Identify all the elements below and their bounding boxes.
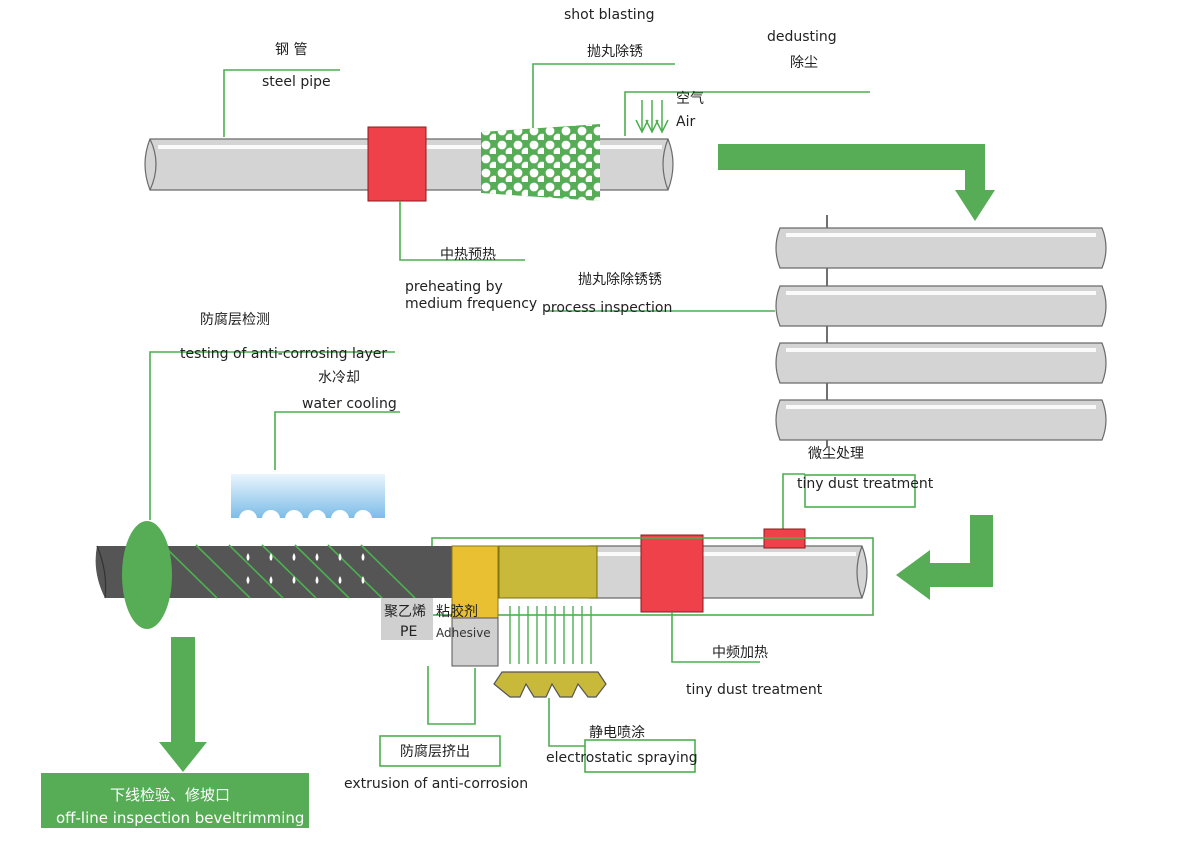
process-inspection-label-en: process inspection [542, 300, 672, 316]
stacked-pipe-4 [775, 399, 1107, 441]
spray-lines [509, 606, 592, 664]
dedusting-leader [624, 91, 870, 136]
water-cooling-label-cn: 水冷却 [318, 370, 360, 386]
flow-arrow-down-left [896, 515, 993, 600]
adhesive-label-cn: 粘胶剂 [436, 603, 478, 620]
spraying-label-cn: 静电喷涂 [589, 725, 645, 741]
pe-label-cn: 聚乙烯 [384, 604, 426, 620]
water-cooling-header [231, 474, 385, 528]
spraying-label-box [584, 739, 696, 773]
offline-label-cn: 下线检验、修坡口 [110, 786, 230, 804]
spraying-leader [548, 698, 585, 747]
adhesive-label-en: Adhesive [436, 626, 491, 640]
water-drops [246, 553, 365, 584]
pe-label-box [381, 598, 433, 640]
testing-label-cn: 防腐层检测 [200, 311, 270, 328]
tiny-dust-leader [782, 473, 805, 530]
dedusting-label-cn: 除尘 [790, 55, 818, 71]
air-label-cn: 空气 [676, 91, 704, 107]
offline-inspection-box [41, 773, 309, 828]
water-cooling-label-en: water cooling [302, 396, 397, 412]
electrostatic-spray-booth [498, 545, 598, 599]
flow-arrow-right-down [718, 144, 995, 221]
testing-label-en: testing of anti-corrosing layer [180, 346, 387, 362]
stacked-pipe-2 [775, 285, 1107, 327]
extrusion-label-en: extrusion of anti-corrosion [344, 776, 528, 792]
stacked-pipe-3 [775, 342, 1107, 384]
extrusion-leader [427, 666, 476, 725]
pe-extruder [451, 617, 499, 667]
spraying-label-en: electrostatic spraying [546, 750, 698, 766]
water-cooling-leader [274, 411, 400, 470]
preheat-label-cn: 中热预热 [440, 247, 496, 263]
air-flow-arrows [635, 100, 669, 134]
dedusting-label-en: dedusting [767, 29, 837, 45]
preheat-coil [367, 126, 427, 202]
air-label-en: Air [676, 114, 695, 130]
shot-blasting-leader [532, 63, 675, 128]
bottom-raw-pipe [589, 545, 868, 599]
preheat-leader [399, 201, 525, 261]
shot-blasting-chamber [481, 124, 600, 201]
pe-label-en: PE [400, 624, 417, 640]
preheat-label-en-2: medium frequency [405, 296, 537, 312]
shot-blasting-label-en: shot blasting [564, 7, 654, 23]
extrusion-label-box [379, 735, 501, 767]
offline-label-en: off-line inspection beveltrimming [56, 809, 304, 827]
process-inspection-label-cn: 抛丸除除锈锈 [578, 272, 662, 288]
mf-heating-label-en: tiny dust treatment [686, 682, 823, 698]
steel-pipe-label-en: steel pipe [262, 74, 331, 90]
shot-blasting-label-cn: 抛丸除锈 [587, 44, 643, 60]
tiny-dust-label-cn: 微尘处理 [808, 446, 864, 462]
tiny-dust-label-box [804, 474, 916, 508]
steel-pipe-leader [223, 69, 340, 137]
stacked-pipe-1 [775, 227, 1107, 269]
steel-pipe-label-cn: 钢 管 [275, 42, 307, 58]
flow-arrow-down-offline [159, 637, 207, 772]
extrusion-label-cn: 防腐层挤出 [400, 743, 470, 760]
testing-leader [149, 351, 395, 520]
mf-heating-label-cn: 中频加热 [712, 645, 768, 661]
mf-heating-coil [640, 534, 704, 613]
tiny-dust-label-en: tiny dust treatment [797, 476, 934, 492]
preheat-label-en-1: preheating by [405, 279, 503, 295]
mf-heating-leader [671, 612, 760, 663]
powder-spray-gun [493, 671, 607, 698]
coating-test-ring [122, 521, 172, 629]
